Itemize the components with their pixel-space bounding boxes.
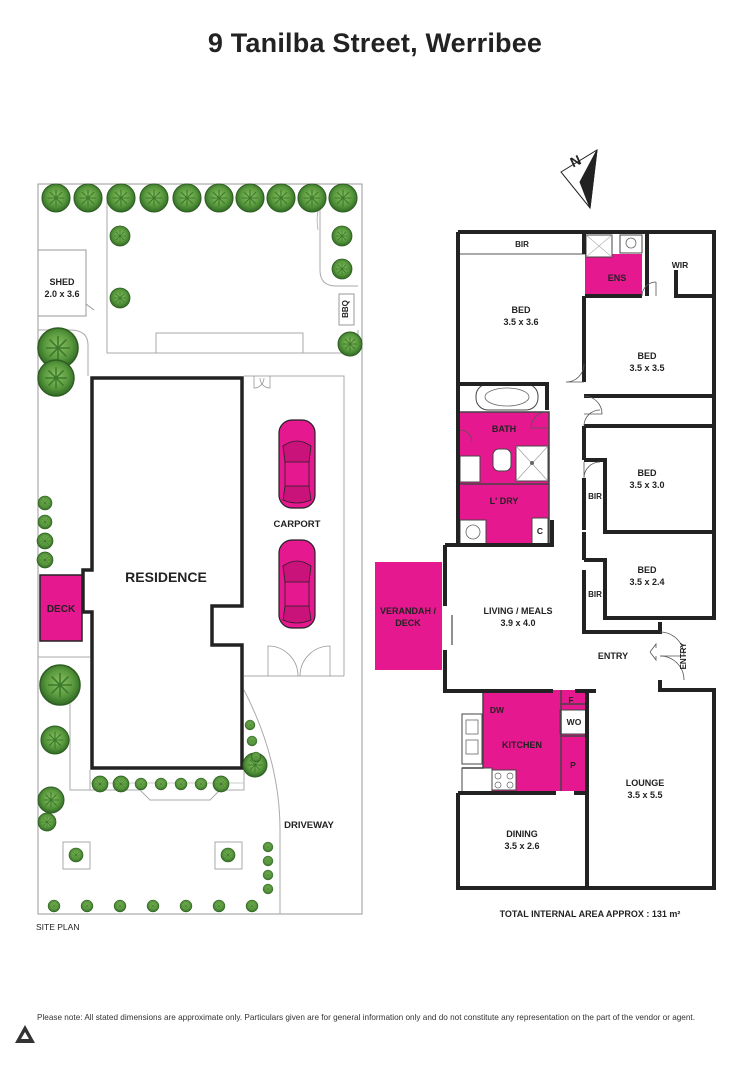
bed2-label: BED bbox=[637, 351, 657, 361]
bed3-label: BED bbox=[637, 468, 657, 478]
lounge-label: LOUNGE bbox=[626, 778, 665, 788]
bed1-label: BED bbox=[511, 305, 531, 315]
fridge-label: F bbox=[568, 695, 573, 705]
bed2-size: 3.5 x 3.5 bbox=[629, 363, 664, 373]
bbq-label: BBQ bbox=[341, 300, 350, 318]
driveway-label: DRIVEWAY bbox=[284, 820, 334, 831]
lounge-size: 3.5 x 5.5 bbox=[627, 790, 662, 800]
cupboard-label: C bbox=[537, 526, 543, 536]
carport-label: CARPORT bbox=[274, 519, 321, 530]
wall-oven-label: WO bbox=[567, 717, 582, 727]
kitchen-label: KITCHEN bbox=[502, 740, 542, 750]
company-logo-icon bbox=[15, 1025, 35, 1043]
bed3-size: 3.5 x 3.0 bbox=[629, 480, 664, 490]
wir-label: WIR bbox=[672, 260, 689, 270]
deck-label: DECK bbox=[47, 604, 76, 615]
living-size: 3.9 x 4.0 bbox=[500, 618, 535, 628]
car-icon bbox=[278, 539, 316, 629]
shed-size-label: 2.0 x 3.6 bbox=[44, 289, 79, 299]
residence-label: RESIDENCE bbox=[125, 569, 207, 585]
disclaimer-text: Please note: All stated dimensions are a… bbox=[37, 1013, 695, 1022]
bbq bbox=[338, 293, 355, 326]
pantry-label: P bbox=[570, 760, 576, 770]
shed-label: SHED bbox=[49, 277, 75, 287]
living-label: LIVING / MEALS bbox=[483, 606, 552, 616]
verandah-label: VERANDAH / bbox=[380, 606, 437, 616]
page-title: 9 Tanilba Street, Werribee bbox=[207, 28, 543, 58]
site-deck bbox=[39, 574, 83, 642]
verandah-deck-label: DECK bbox=[395, 618, 421, 628]
car-icon bbox=[278, 419, 316, 509]
laundry-label: L' DRY bbox=[490, 496, 519, 506]
site-boundary bbox=[37, 183, 363, 915]
dining-size: 3.5 x 2.6 bbox=[504, 841, 539, 851]
compass-icon: N bbox=[560, 149, 598, 210]
residence-outline bbox=[81, 376, 244, 770]
bir-label: BIR bbox=[515, 240, 529, 249]
dishwasher-label: DW bbox=[490, 705, 505, 715]
bed4-size: 3.5 x 2.4 bbox=[629, 577, 664, 587]
bath-label: BATH bbox=[492, 424, 516, 434]
bed4-label: BED bbox=[637, 565, 657, 575]
site-plan-caption: SITE PLAN bbox=[36, 922, 79, 932]
total-area-label: TOTAL INTERNAL AREA APPROX : 131 m² bbox=[500, 909, 681, 919]
bed1-size: 3.5 x 3.6 bbox=[503, 317, 538, 327]
bir-bed3-label: BIR bbox=[588, 492, 602, 501]
entry-side-label: ENTRY bbox=[679, 642, 688, 669]
floor-plan: BIR BED 3.5 x 3.6 ENS WIR BED 3.5 x 3.5 … bbox=[375, 230, 716, 919]
verandah-fill bbox=[375, 562, 442, 670]
shed bbox=[37, 249, 87, 317]
dining-label: DINING bbox=[506, 829, 538, 839]
site-plan: SHED 2.0 x 3.6 BBQ RESIDENCE DECK CARPOR… bbox=[36, 183, 363, 932]
bir-bed4-label: BIR bbox=[588, 590, 602, 599]
ens-fill bbox=[585, 254, 642, 295]
entry-label: ENTRY bbox=[598, 651, 628, 661]
ens-label: ENS bbox=[608, 273, 627, 283]
